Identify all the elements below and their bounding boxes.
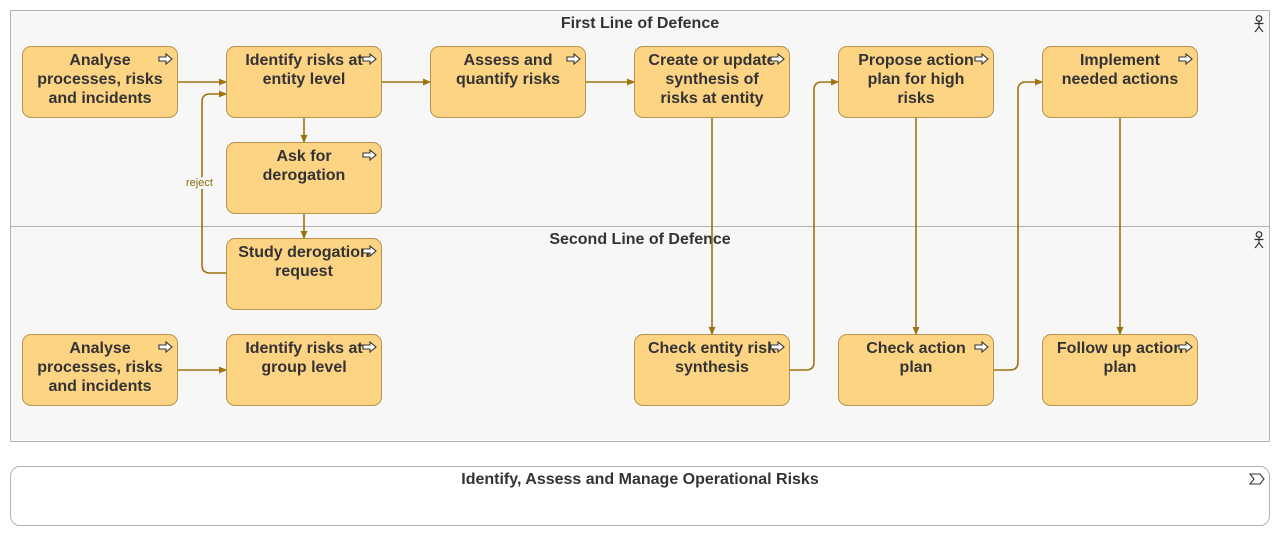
task-study-derogation[interactable]: Study derogation request [226,238,382,310]
task-identify-risks-group[interactable]: Identify risks at group level [226,334,382,406]
task-create-update-synthesis[interactable]: Create or update synthesis of risks at e… [634,46,790,118]
task-analyse-processes-entity[interactable]: Analyse processes, risks and incidents [22,46,178,118]
task-label: Check action plan [866,340,966,376]
actor-icon [1254,15,1264,33]
task-label: Analyse processes, risks and incidents [37,340,163,395]
task-ask-derogation[interactable]: Ask for derogation [226,142,382,214]
lane-title: Second Line of Defence [549,231,731,248]
actor-icon [1254,231,1264,249]
arrow-right-icon [974,53,989,65]
task-label: Analyse processes, risks and incidents [37,52,163,107]
arrow-right-icon [1178,341,1193,353]
task-check-entity-synthesis[interactable]: Check entity risk synthesis [634,334,790,406]
arrow-right-icon [974,341,989,353]
task-label: Follow up action plan [1056,340,1184,376]
process-chevron-icon [1249,473,1265,485]
arrow-right-icon [362,341,377,353]
task-follow-up-action-plan[interactable]: Follow up action plan [1042,334,1198,406]
task-check-action-plan[interactable]: Check action plan [838,334,994,406]
task-label: Ask for derogation [262,148,346,184]
task-label: Assess and quantify risks [455,52,561,88]
task-label: Implement needed actions [1061,52,1179,88]
arrow-right-icon [566,53,581,65]
arrow-right-icon [158,53,173,65]
flow-check-synthesis-to-propose[interactable] [790,78,839,371]
flow-label-reject: reject [184,177,215,189]
task-assess-quantify[interactable]: Assess and quantify risks [430,46,586,118]
task-propose-action-plan[interactable]: Propose action plan for high risks [838,46,994,118]
arrow-right-icon [770,341,785,353]
task-label: Propose action plan for high risks [858,52,974,107]
arrow-right-icon [158,341,173,353]
arrow-right-icon [1178,53,1193,65]
task-identify-risks-entity[interactable]: Identify risks at entity level [226,46,382,118]
arrow-right-icon [362,149,377,161]
process-operational-risks[interactable]: Identify, Assess and Manage Operational … [10,466,1270,526]
task-label: Check entity risk synthesis [647,340,777,376]
lane-first-line-of-defence: First Line of Defence [10,10,1270,227]
arrow-right-icon [362,245,377,257]
task-label: Identify risks at group level [245,340,363,376]
arrow-right-icon [362,53,377,65]
task-implement-actions[interactable]: Implement needed actions [1042,46,1198,118]
task-label: Identify risks at entity level [245,52,363,88]
arrow-right-icon [770,53,785,65]
task-label: Create or update synthesis of risks at e… [648,52,776,107]
task-label: Study derogation request [238,244,370,280]
lane-title: First Line of Defence [560,15,720,32]
process-title: Identify, Assess and Manage Operational … [461,471,819,488]
task-analyse-processes-group[interactable]: Analyse processes, risks and incidents [22,334,178,406]
flow-check-plan-to-implement[interactable] [994,78,1043,371]
